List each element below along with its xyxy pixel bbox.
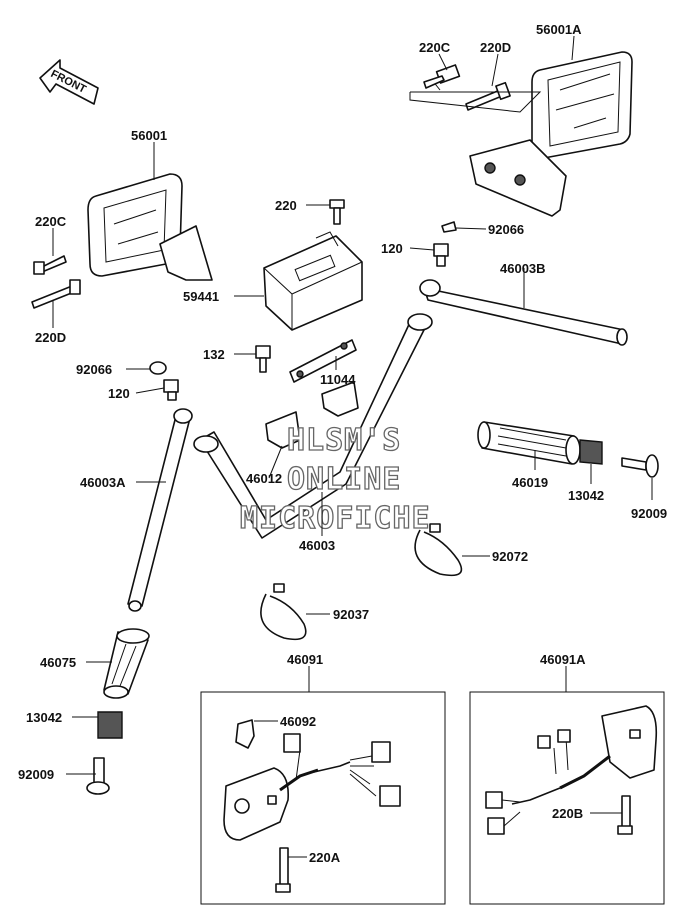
label-46075: 46075 bbox=[40, 655, 76, 670]
label-120-left: 120 bbox=[108, 386, 130, 401]
label-132: 132 bbox=[203, 347, 225, 362]
handlebar-46003A bbox=[127, 408, 193, 612]
label-11044: 11044 bbox=[320, 372, 356, 387]
label-220C-left: 220C bbox=[35, 214, 67, 229]
screw-132 bbox=[255, 345, 271, 373]
switch-box-right bbox=[469, 691, 665, 905]
screw-220-top bbox=[329, 199, 345, 225]
label-92009-right: 92009 bbox=[631, 506, 667, 521]
label-59441: 59441 bbox=[183, 289, 219, 304]
bolt-220D-left bbox=[31, 279, 81, 309]
watermark-line-3: MICROFICHE bbox=[240, 501, 431, 536]
handlebar-46003 bbox=[193, 313, 433, 539]
label-46003: 46003 bbox=[299, 538, 335, 553]
grip-46075 bbox=[103, 628, 150, 699]
label-220B: 220B bbox=[552, 806, 583, 821]
label-220A: 220A bbox=[309, 850, 341, 865]
bolt-120-right bbox=[433, 243, 449, 267]
label-120-right: 120 bbox=[381, 241, 403, 256]
watermark: HLSM'S ONLINE MICROFICHE bbox=[239, 422, 431, 536]
label-220D-top: 220D bbox=[480, 40, 511, 55]
label-92037: 92037 bbox=[333, 607, 369, 622]
weight-13042-right bbox=[579, 439, 603, 465]
weight-13042-left bbox=[97, 711, 123, 739]
label-92066-right: 92066 bbox=[488, 222, 524, 237]
label-46091: 46091 bbox=[287, 652, 323, 667]
handlebar-46003B bbox=[419, 279, 628, 346]
label-46019: 46019 bbox=[512, 475, 548, 490]
bracket-46092 bbox=[235, 719, 255, 749]
bolt-220C-left bbox=[33, 255, 67, 275]
bolt-220D-top bbox=[465, 81, 511, 111]
switch-box-left bbox=[200, 691, 446, 905]
label-92072: 92072 bbox=[492, 549, 528, 564]
bolt-120-left bbox=[163, 379, 179, 401]
label-46003B: 46003B bbox=[500, 261, 546, 276]
front-arrow-icon: FRONT bbox=[39, 59, 99, 105]
grip-46019 bbox=[477, 421, 581, 465]
bolt-92009-right bbox=[621, 454, 659, 478]
watermark-line-2: ONLINE bbox=[287, 462, 401, 497]
label-46003A: 46003A bbox=[80, 475, 126, 490]
label-220-top: 220 bbox=[275, 198, 297, 213]
label-220D-left: 220D bbox=[35, 330, 66, 345]
bolt-220C-top bbox=[423, 64, 461, 91]
mirror-right bbox=[469, 51, 633, 217]
switch-46091 bbox=[223, 733, 401, 893]
clamp-46012 bbox=[265, 381, 359, 449]
label-46092: 46092 bbox=[280, 714, 316, 729]
meter-cover bbox=[263, 231, 363, 331]
switch-46091A bbox=[485, 705, 658, 835]
band-92037 bbox=[260, 583, 307, 641]
label-220C-top: 220C bbox=[419, 40, 451, 55]
band-92072 bbox=[414, 523, 463, 577]
bolt-92009-left bbox=[86, 757, 110, 795]
leader-lines bbox=[52, 35, 653, 858]
part-labels: 56001A 220C 220D 56001 220C 220D 220 920… bbox=[18, 22, 667, 865]
cap-92066-right bbox=[441, 221, 457, 233]
label-46012: 46012 bbox=[246, 471, 282, 486]
label-56001A: 56001A bbox=[536, 22, 582, 37]
mirror-left bbox=[87, 173, 213, 281]
label-13042-left: 13042 bbox=[26, 710, 62, 725]
bracket-11044 bbox=[289, 339, 357, 383]
label-92009-left: 92009 bbox=[18, 767, 54, 782]
label-46091A: 46091A bbox=[540, 652, 586, 667]
label-13042-right: 13042 bbox=[568, 488, 604, 503]
label-56001: 56001 bbox=[131, 128, 167, 143]
label-92066-left: 92066 bbox=[76, 362, 112, 377]
cap-92066-left bbox=[149, 361, 167, 375]
watermark-line-1: HLSM'S bbox=[287, 423, 401, 458]
